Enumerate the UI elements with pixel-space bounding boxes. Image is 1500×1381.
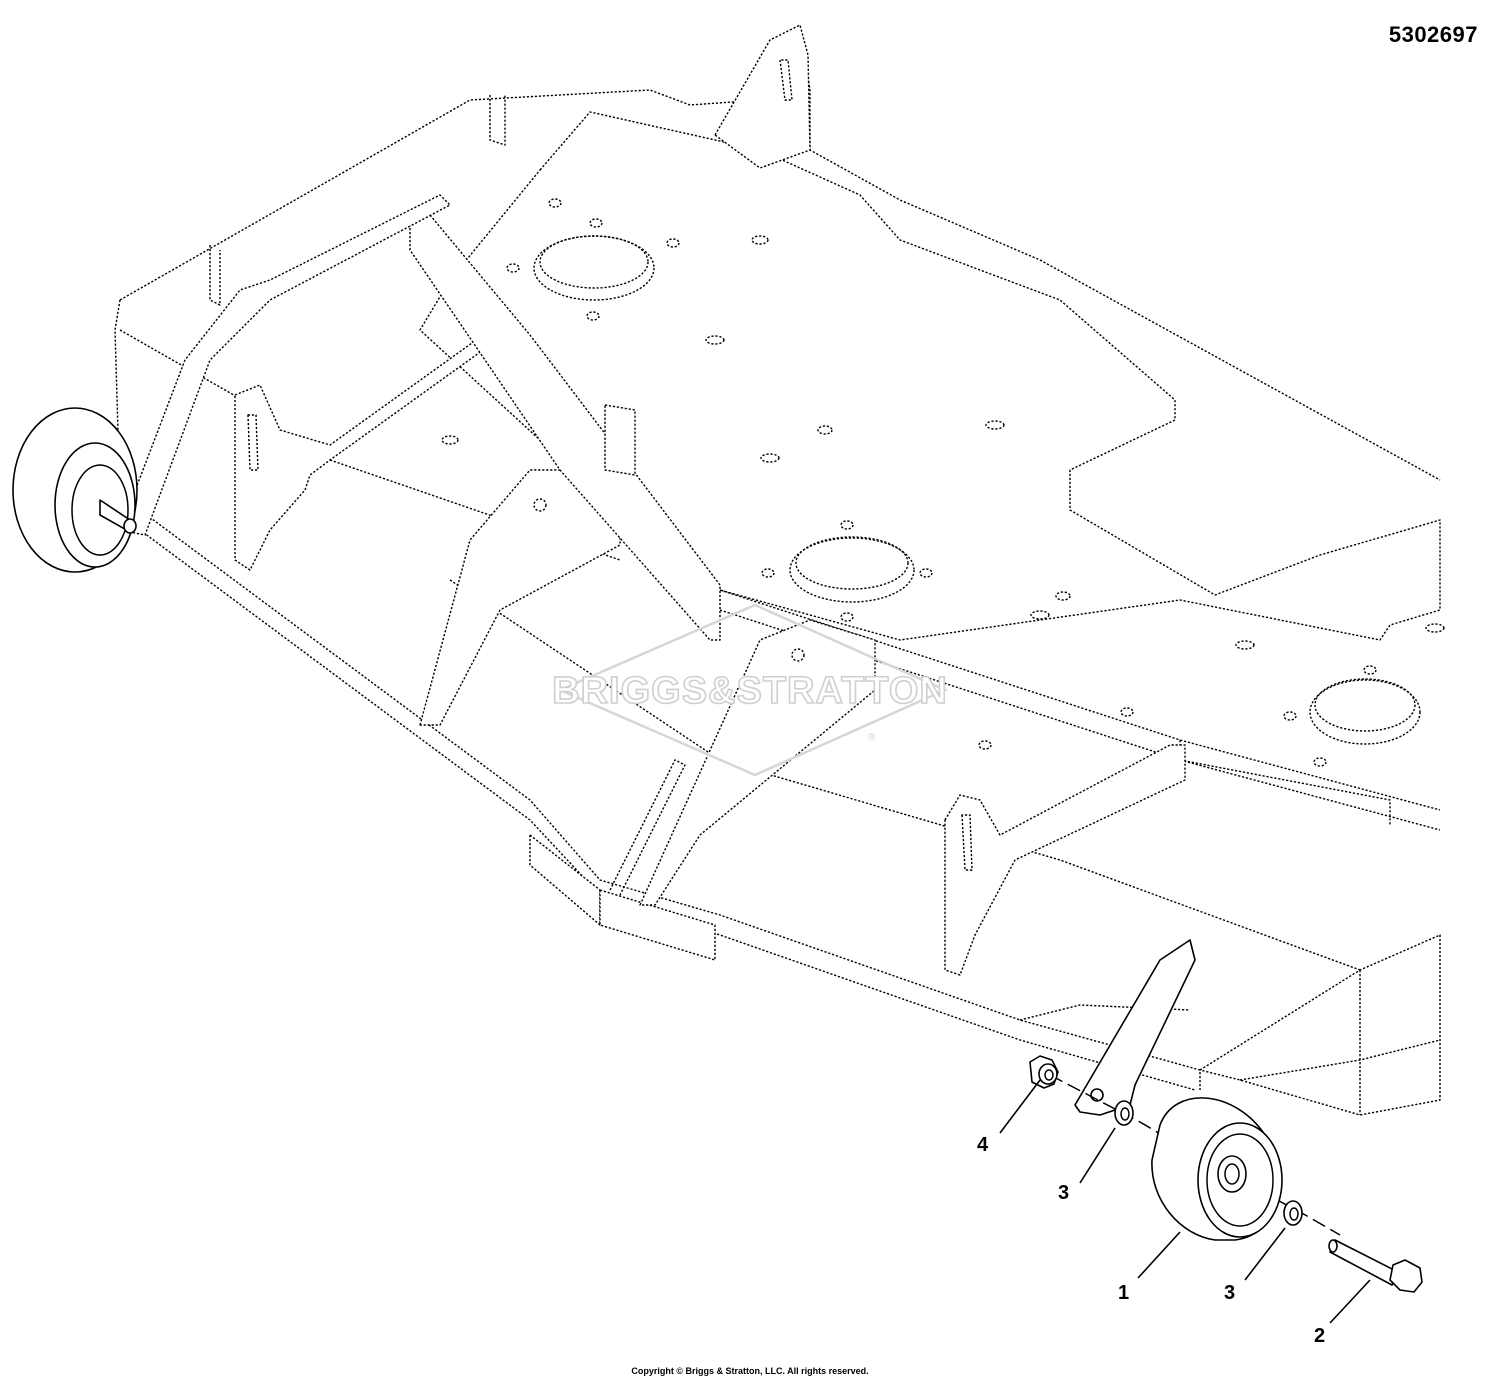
watermark-text: BRIGGS&STRATTON bbox=[552, 670, 948, 712]
copyright-notice: Copyright © Briggs & Stratton, LLC. All … bbox=[631, 1366, 869, 1376]
part-4-flange-nut bbox=[1029, 1055, 1059, 1089]
callout-3-outer: 3 bbox=[1224, 1282, 1236, 1304]
leader-lines bbox=[999, 1079, 1371, 1324]
part-3-washer-inner bbox=[1114, 1100, 1134, 1126]
part-2-hex-bolt bbox=[1328, 1239, 1423, 1293]
callout-1: 1 bbox=[1118, 1282, 1130, 1304]
part-1-wheel bbox=[1151, 1097, 1283, 1241]
callout-2: 2 bbox=[1314, 1325, 1326, 1347]
diagram-id: 5302697 bbox=[1388, 22, 1478, 47]
mower-deck bbox=[114, 24, 1445, 1116]
brand-watermark: BRIGGS&STRATTON ® bbox=[551, 603, 949, 777]
part-3-washer-outer bbox=[1283, 1200, 1303, 1226]
callout-4: 4 bbox=[977, 1134, 989, 1156]
callout-3-inner: 3 bbox=[1058, 1182, 1070, 1204]
rear-wheel-left bbox=[12, 407, 138, 573]
wheel-bracket bbox=[1074, 939, 1196, 1116]
mounting-holes bbox=[441, 198, 1445, 767]
watermark-trademark: ® bbox=[868, 732, 876, 743]
